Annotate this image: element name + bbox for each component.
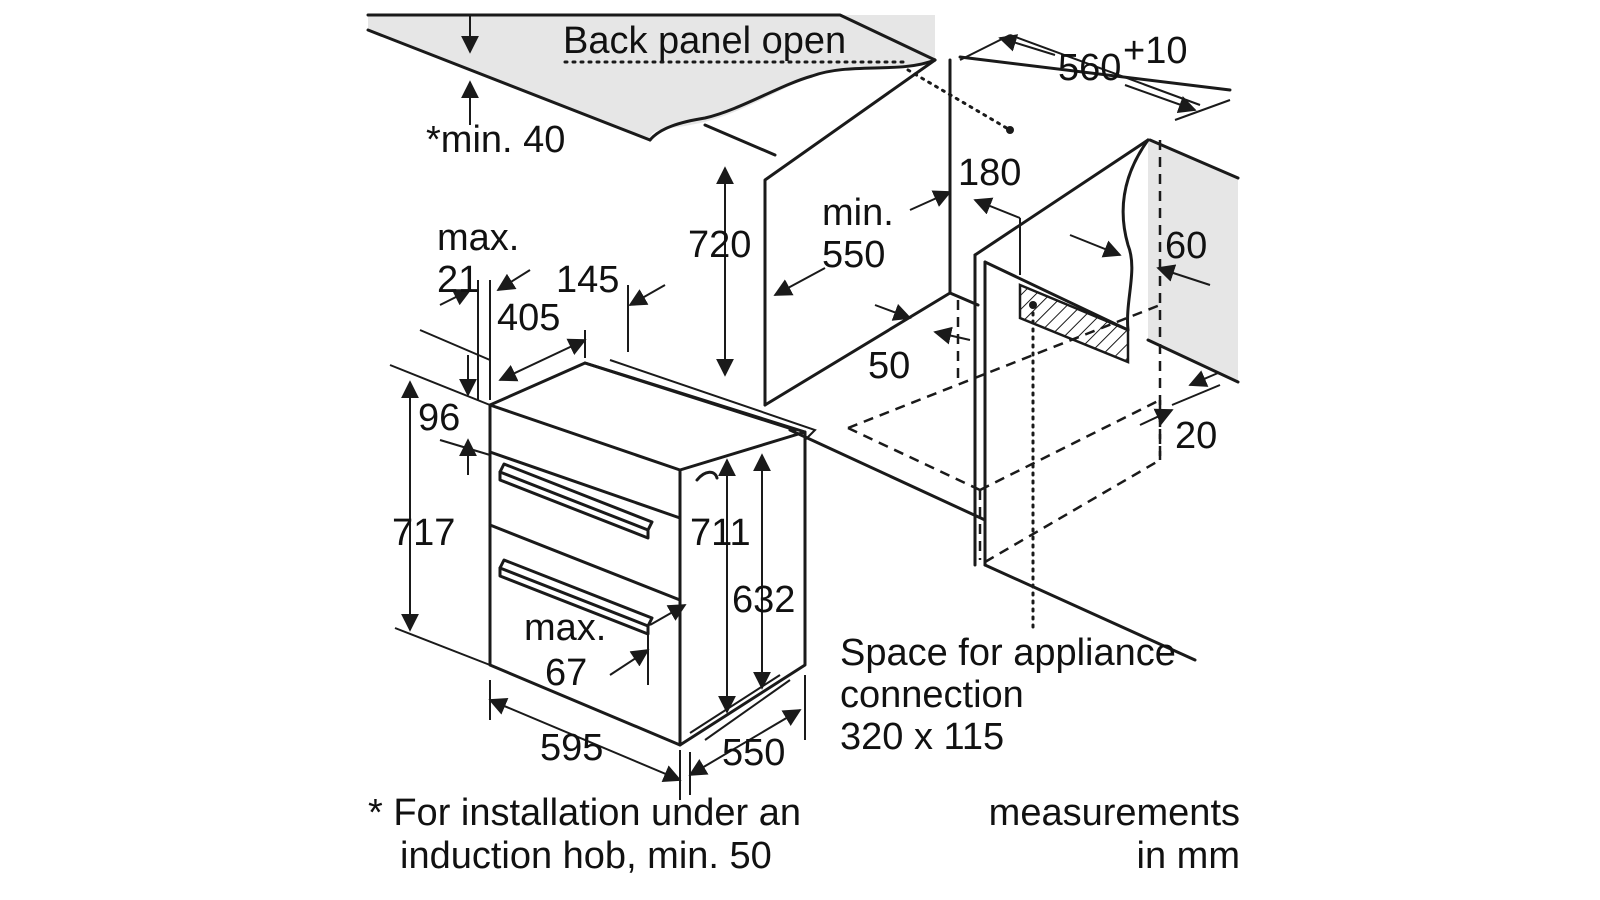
dim-60: 60	[1165, 225, 1207, 267]
dim-560: 560	[1058, 47, 1121, 89]
dimension-lines	[389, 15, 1231, 800]
footnote-line1: * For installation under an	[368, 792, 801, 834]
dim-plus10: +10	[1123, 30, 1187, 72]
dim-67-max-label: max.	[524, 607, 606, 649]
niche-cabinet	[703, 55, 1232, 662]
dim-550-niche: 550	[822, 234, 885, 276]
dim-min-label: min.	[822, 192, 894, 234]
dim-711: 711	[690, 512, 751, 554]
side-handle	[695, 470, 719, 482]
dim-20: 20	[1175, 415, 1217, 457]
space-label-line2: connection	[840, 674, 1024, 716]
footnote-line2: induction hob, min. 50	[400, 835, 772, 877]
dim-720: 720	[688, 224, 751, 266]
dim-145: 145	[556, 259, 619, 301]
dim-21: 21	[437, 259, 479, 301]
oven-body	[488, 359, 817, 747]
space-label-line1: Space for appliance	[840, 632, 1176, 674]
side-wall	[1146, 138, 1240, 384]
dim-595: 595	[540, 727, 603, 769]
dim-50: 50	[868, 345, 910, 387]
dim-67: 67	[545, 652, 587, 694]
dim-405: 405	[497, 297, 560, 339]
dim-632: 632	[732, 579, 795, 621]
min40-label: *min. 40	[426, 119, 565, 161]
dim-550-depth: 550	[722, 732, 785, 774]
units-line1: measurements	[989, 792, 1240, 834]
dim-max-label: max.	[437, 217, 519, 259]
door-handle-upper	[498, 462, 654, 540]
dim-180: 180	[958, 152, 1021, 194]
worktop	[366, 13, 937, 142]
dim-96: 96	[418, 397, 460, 439]
back-panel-label: Back panel open	[563, 20, 846, 62]
dim-717: 717	[392, 512, 455, 554]
space-label-line3: 320 x 115	[840, 716, 1004, 758]
units-line2: in mm	[1137, 835, 1240, 877]
connection-space	[563, 60, 1130, 632]
